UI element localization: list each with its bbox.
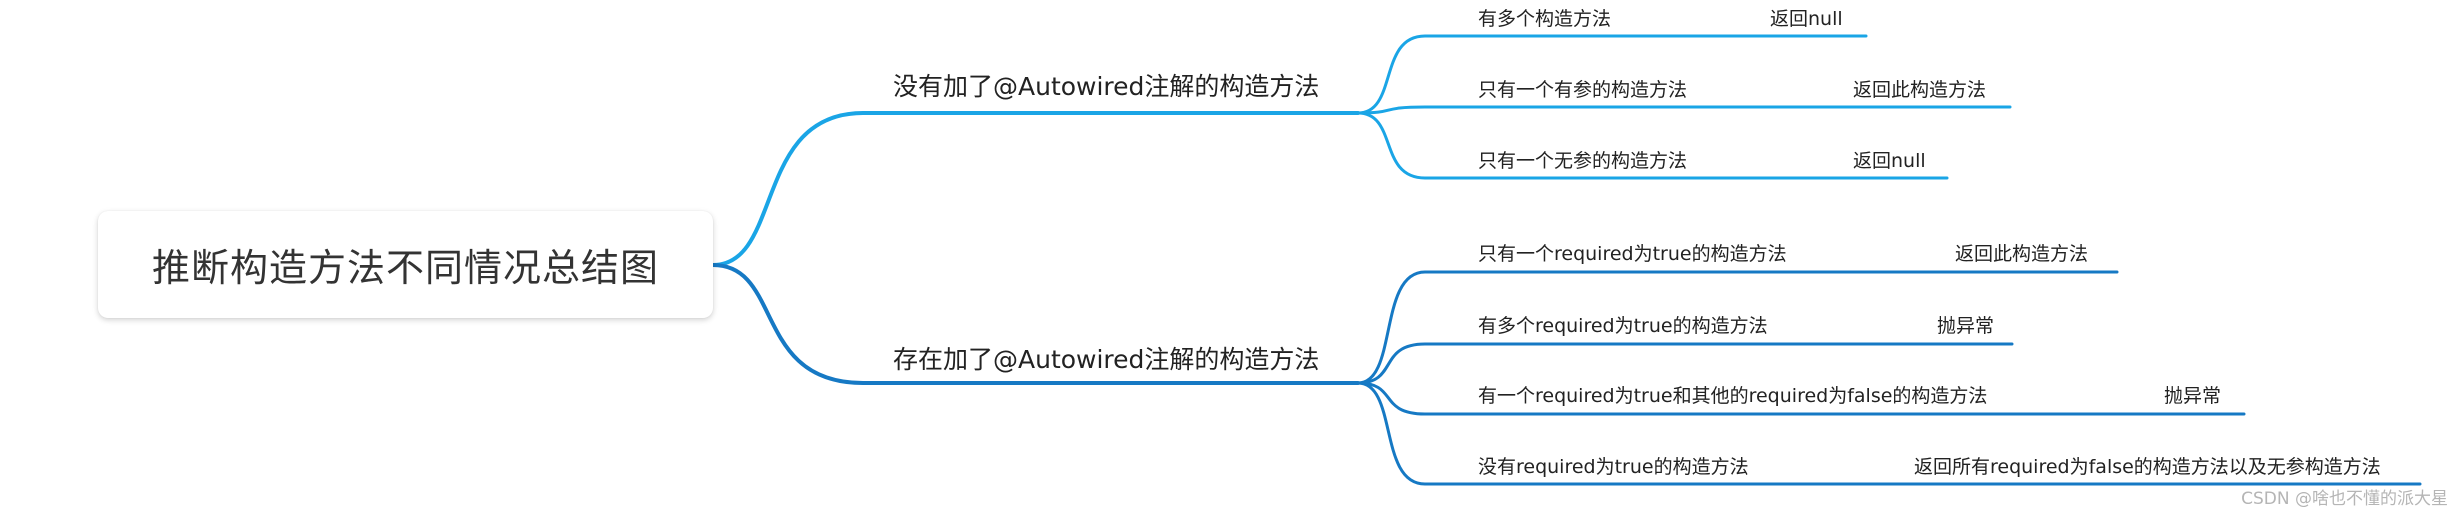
branch-label-no-autowired[interactable]: 没有加了@Autowired注解的构造方法 xyxy=(893,72,1320,101)
connector-branch-leaf xyxy=(1356,111,1949,180)
leaf-condition[interactable]: 只有一个无参的构造方法 xyxy=(1478,150,1688,172)
leaf-condition[interactable]: 只有一个required为true的构造方法 xyxy=(1478,243,1787,265)
leaf-result[interactable]: 抛异常 xyxy=(2164,385,2222,407)
connector-branch-leaf xyxy=(1356,342,2014,385)
leaf-condition[interactable]: 只有一个有参的构造方法 xyxy=(1478,79,1688,101)
leaf-condition[interactable]: 有一个required为true和其他的required为false的构造方法 xyxy=(1478,385,1988,407)
connector-branch-leaf xyxy=(1356,34,1868,115)
connector-root-branch xyxy=(711,263,1360,385)
leaf-condition[interactable]: 有多个构造方法 xyxy=(1478,8,1612,30)
root-title: 推断构造方法不同情况总结图 xyxy=(151,246,659,290)
leaf-result[interactable]: 返回null xyxy=(1853,150,1926,172)
leaf-result[interactable]: 返回此构造方法 xyxy=(1853,79,1987,101)
connector-branch-leaf xyxy=(1356,270,2119,385)
branch-label-has-autowired[interactable]: 存在加了@Autowired注解的构造方法 xyxy=(893,345,1320,374)
leaf-result[interactable]: 抛异常 xyxy=(1937,315,1995,337)
connector-branch-leaf xyxy=(1356,381,2246,416)
leaf-result[interactable]: 返回此构造方法 xyxy=(1955,243,2089,265)
leaf-condition[interactable]: 有多个required为true的构造方法 xyxy=(1478,315,1768,337)
watermark: CSDN @啥也不懂的派大星 xyxy=(2241,489,2448,509)
leaf-result[interactable]: 返回null xyxy=(1770,8,1843,30)
connector-branch-leaf xyxy=(1356,105,2012,115)
leaf-result[interactable]: 返回所有required为false的构造方法以及无参构造方法 xyxy=(1914,456,2381,478)
leaf-condition[interactable]: 没有required为true的构造方法 xyxy=(1478,456,1749,478)
root-node[interactable]: 推断构造方法不同情况总结图 xyxy=(98,211,713,318)
connector-root-branch xyxy=(711,111,1360,267)
connector-branch-leaf xyxy=(1356,381,2422,486)
